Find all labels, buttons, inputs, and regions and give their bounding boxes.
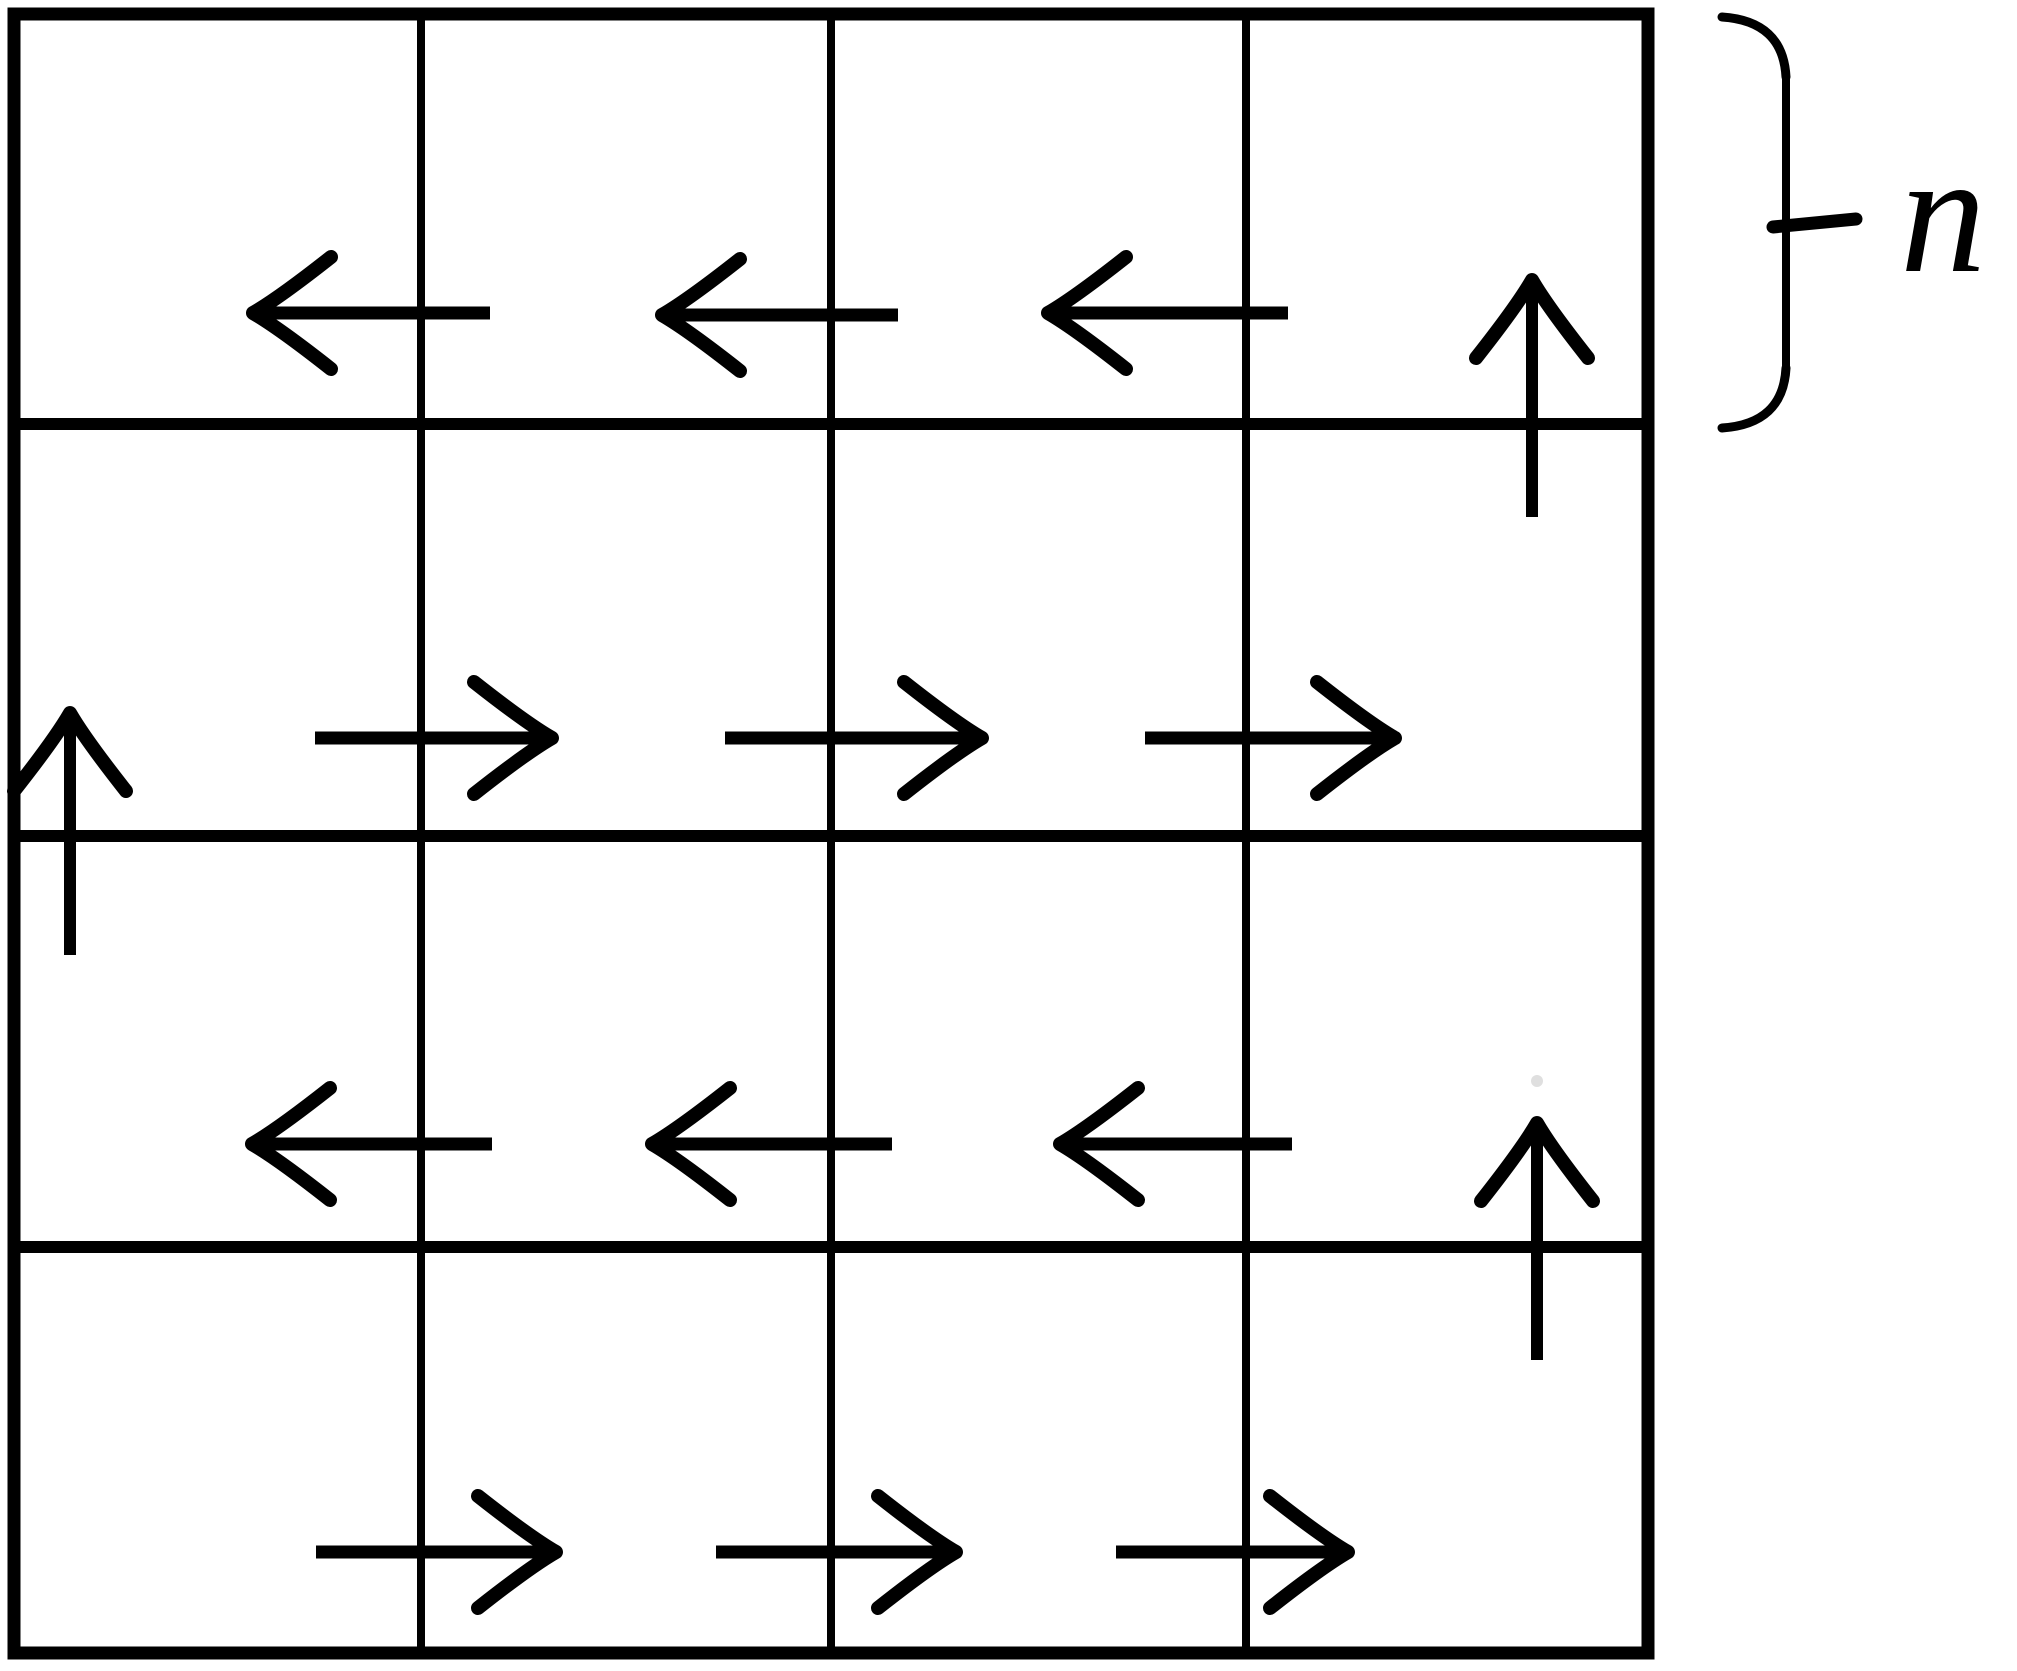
arrow-left-icon bbox=[645, 1081, 892, 1207]
arrow-up-icon bbox=[1474, 1116, 1600, 1360]
smudge-artifact bbox=[1531, 1075, 1543, 1087]
arrow-right-icon bbox=[725, 675, 989, 801]
arrow-head bbox=[655, 252, 747, 378]
brace-bottom-hook bbox=[1717, 363, 1791, 433]
arrow-head bbox=[1469, 273, 1595, 365]
arrow-left-icon bbox=[246, 250, 490, 376]
arrow-head bbox=[246, 250, 338, 376]
arrow-head bbox=[1474, 1116, 1600, 1208]
arrow-up-icon bbox=[1469, 273, 1595, 517]
arrow-right-icon bbox=[316, 1489, 563, 1615]
arrow-right-icon bbox=[1116, 1489, 1355, 1615]
arrow-head bbox=[1310, 675, 1402, 801]
arrow-right-icon bbox=[315, 675, 559, 801]
path-arrows bbox=[7, 250, 1600, 1615]
arrow-head bbox=[245, 1081, 337, 1207]
row-height-label: n bbox=[1900, 119, 1986, 309]
arrow-left-icon bbox=[1053, 1081, 1292, 1207]
arrow-head bbox=[897, 675, 989, 801]
arrow-head bbox=[871, 1489, 963, 1615]
arrow-left-icon bbox=[245, 1081, 492, 1207]
arrow-right-icon bbox=[716, 1489, 963, 1615]
arrow-right-icon bbox=[1145, 675, 1402, 801]
arrow-head bbox=[1263, 1489, 1355, 1615]
grid bbox=[7, 7, 1655, 1660]
arrow-up-icon bbox=[7, 706, 133, 955]
arrow-head bbox=[645, 1081, 737, 1207]
arrow-head bbox=[467, 675, 559, 801]
arrow-head bbox=[1053, 1081, 1145, 1207]
arrow-left-icon bbox=[655, 252, 898, 378]
arrow-head bbox=[7, 706, 133, 798]
brace-top-hook bbox=[1717, 12, 1791, 82]
arrow-left-icon bbox=[1041, 250, 1288, 376]
arrow-head bbox=[471, 1489, 563, 1615]
curly-brace bbox=[1717, 12, 1863, 433]
arrow-head bbox=[1041, 250, 1133, 376]
brace-cusp-dash bbox=[1766, 212, 1863, 234]
